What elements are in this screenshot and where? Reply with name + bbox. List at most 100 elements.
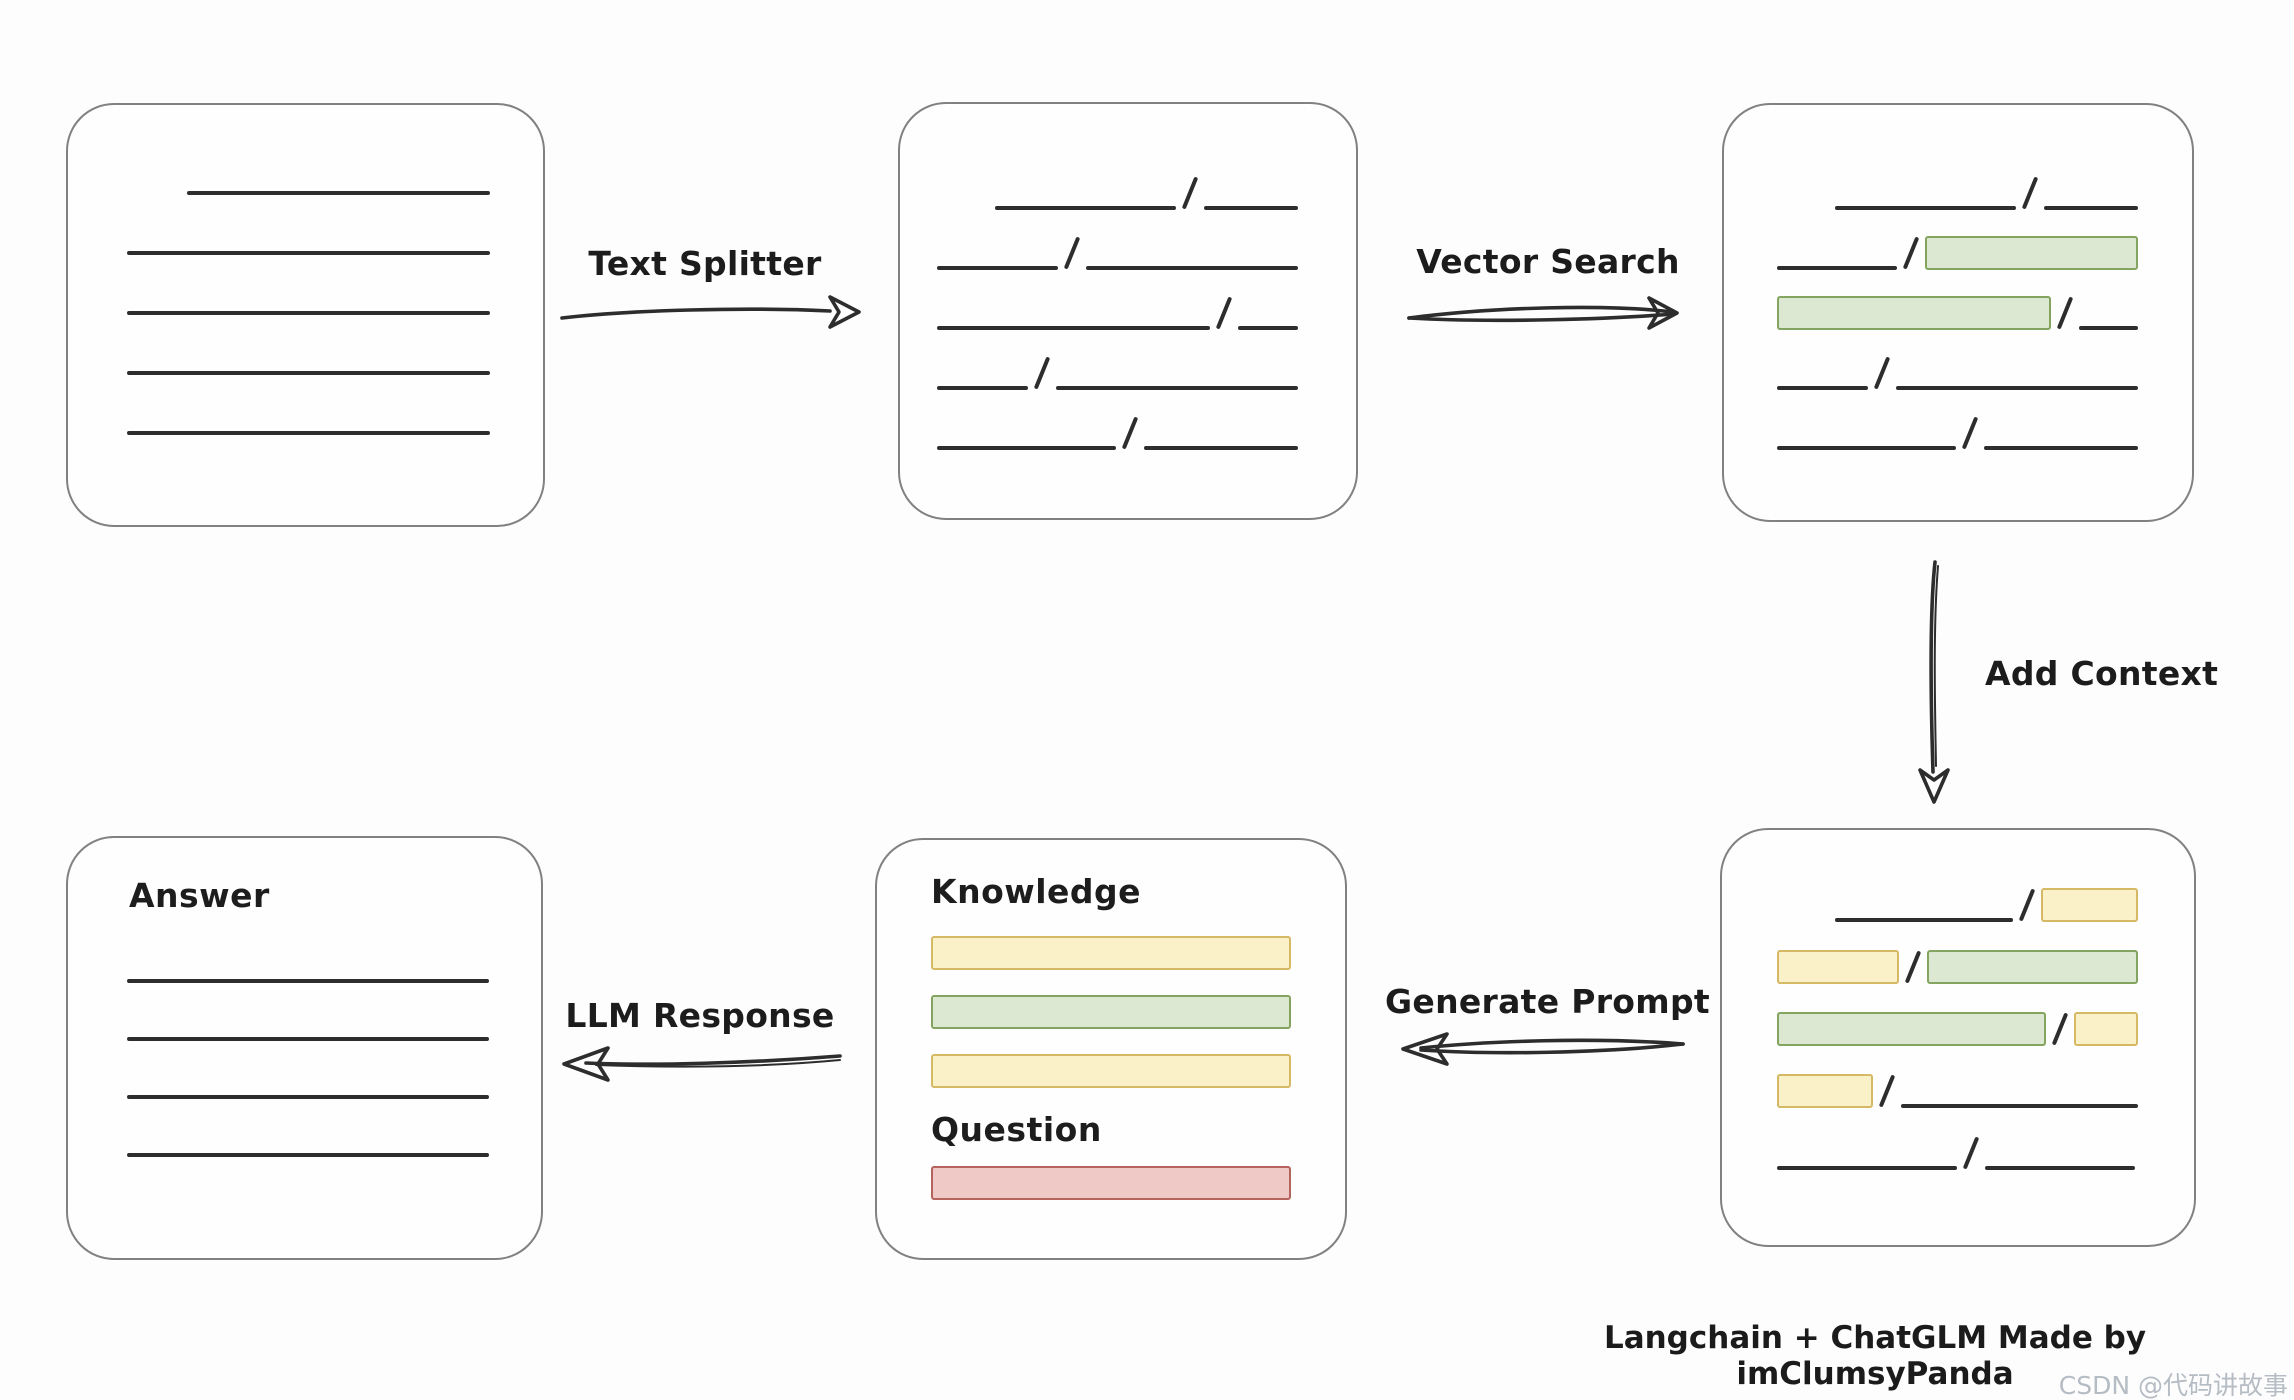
green-chunk bbox=[1777, 1012, 2047, 1046]
slash-separator bbox=[1121, 416, 1139, 450]
text-line bbox=[1985, 1166, 2135, 1170]
slash-separator bbox=[1034, 356, 1051, 390]
text-line bbox=[127, 979, 489, 983]
slash-separator bbox=[1878, 1074, 1895, 1108]
chunk-row bbox=[937, 150, 1298, 210]
slash-separator bbox=[1902, 236, 1920, 270]
generate-prompt-arrow-icon bbox=[1401, 1032, 1685, 1066]
yellow-chunk bbox=[1777, 950, 1900, 984]
section-title: Question bbox=[931, 1110, 1102, 1149]
vector-store-box bbox=[1722, 103, 2194, 522]
chunk-row bbox=[937, 270, 1298, 330]
source-document-box bbox=[66, 103, 545, 527]
text-line bbox=[1777, 1166, 1957, 1170]
answer-content: Answer bbox=[68, 876, 541, 1157]
vector-store-rows bbox=[1724, 105, 2192, 450]
slash-separator bbox=[1064, 236, 1081, 270]
text-line bbox=[127, 1153, 489, 1157]
slash-separator bbox=[1961, 416, 1979, 450]
chunk-row bbox=[1777, 390, 2138, 450]
yellow-bar bbox=[931, 1054, 1291, 1088]
text-line bbox=[1900, 1104, 2138, 1108]
yellow-chunk bbox=[1777, 1074, 1873, 1108]
vector-search-label: Vector Search bbox=[1416, 242, 1680, 281]
chunk-row bbox=[1777, 984, 2138, 1046]
green-bar bbox=[931, 995, 1291, 1029]
slash-separator bbox=[2018, 888, 2036, 922]
text-line bbox=[127, 1095, 489, 1099]
chunk-row bbox=[1777, 860, 2138, 922]
slash-separator bbox=[1216, 296, 1233, 330]
generate-prompt-label: Generate Prompt bbox=[1385, 982, 1710, 1021]
context-chunk-rows bbox=[1722, 830, 2194, 1170]
chunk-row bbox=[1777, 1108, 2138, 1170]
answer-title: Answer bbox=[129, 876, 270, 915]
text-line bbox=[1835, 206, 2016, 210]
text-splitter-label: Text Splitter bbox=[588, 244, 822, 283]
text-line bbox=[995, 206, 1176, 210]
text-line bbox=[937, 326, 1211, 330]
green-chunk bbox=[1924, 236, 2138, 270]
llm-response-label: LLM Response bbox=[565, 996, 835, 1035]
context-chunks-box bbox=[1720, 828, 2196, 1247]
text-line bbox=[2043, 206, 2138, 210]
chunk-row bbox=[1777, 922, 2138, 984]
text-line bbox=[937, 446, 1116, 450]
red-bar bbox=[931, 1166, 1291, 1200]
slash-separator bbox=[1962, 1136, 1980, 1170]
chunk-row bbox=[1777, 270, 2138, 330]
text-line bbox=[1238, 326, 1298, 330]
chunk-row bbox=[1777, 210, 2138, 270]
chunk-row bbox=[937, 330, 1298, 390]
yellow-chunk bbox=[2041, 888, 2138, 922]
text-line bbox=[187, 191, 490, 195]
yellow-bar bbox=[931, 936, 1291, 970]
chunk-row bbox=[1777, 1046, 2138, 1108]
watermark: CSDN @代码讲故事 bbox=[2058, 1371, 2288, 1400]
add-context-arrow-icon bbox=[1918, 560, 1950, 804]
split-chunks-box bbox=[898, 102, 1358, 520]
text-line bbox=[937, 266, 1059, 270]
text-line bbox=[127, 251, 490, 255]
text-line bbox=[1203, 206, 1298, 210]
text-splitter-arrow-icon bbox=[560, 295, 861, 329]
slash-separator bbox=[1181, 176, 1198, 210]
text-line bbox=[2079, 326, 2138, 330]
chunk-row bbox=[1777, 150, 2138, 210]
caption: Langchain + ChatGLM Made by imClumsyPand… bbox=[1603, 1320, 2147, 1392]
yellow-chunk bbox=[2074, 1012, 2138, 1046]
text-line bbox=[1777, 446, 1956, 450]
chunk-row bbox=[937, 390, 1298, 450]
text-line bbox=[127, 431, 490, 435]
text-line bbox=[1056, 386, 1298, 390]
slash-separator bbox=[1905, 950, 1922, 984]
slash-separator bbox=[1874, 356, 1891, 390]
text-line bbox=[1777, 266, 1897, 270]
text-line bbox=[1777, 386, 1869, 390]
green-chunk bbox=[1927, 950, 2138, 984]
text-line bbox=[127, 371, 490, 375]
text-line bbox=[1143, 446, 1298, 450]
text-line bbox=[1896, 386, 2138, 390]
green-chunk bbox=[1777, 296, 2052, 330]
slash-separator bbox=[2051, 1012, 2069, 1046]
text-line bbox=[937, 386, 1029, 390]
text-line bbox=[127, 1037, 489, 1041]
chunk-row bbox=[937, 210, 1298, 270]
source-document-lines bbox=[68, 105, 543, 435]
split-chunk-rows bbox=[900, 104, 1356, 450]
chunk-row bbox=[1777, 330, 2138, 390]
section-title: Knowledge bbox=[931, 872, 1142, 911]
text-line bbox=[1983, 446, 2138, 450]
slash-separator bbox=[2056, 296, 2074, 330]
text-line bbox=[1086, 266, 1298, 270]
answer-lines bbox=[127, 979, 489, 1157]
answer-box: Answer bbox=[66, 836, 543, 1260]
text-line bbox=[1835, 918, 2014, 922]
slash-separator bbox=[2021, 176, 2038, 210]
text-line bbox=[127, 311, 490, 315]
vector-search-arrow-icon bbox=[1407, 296, 1679, 330]
